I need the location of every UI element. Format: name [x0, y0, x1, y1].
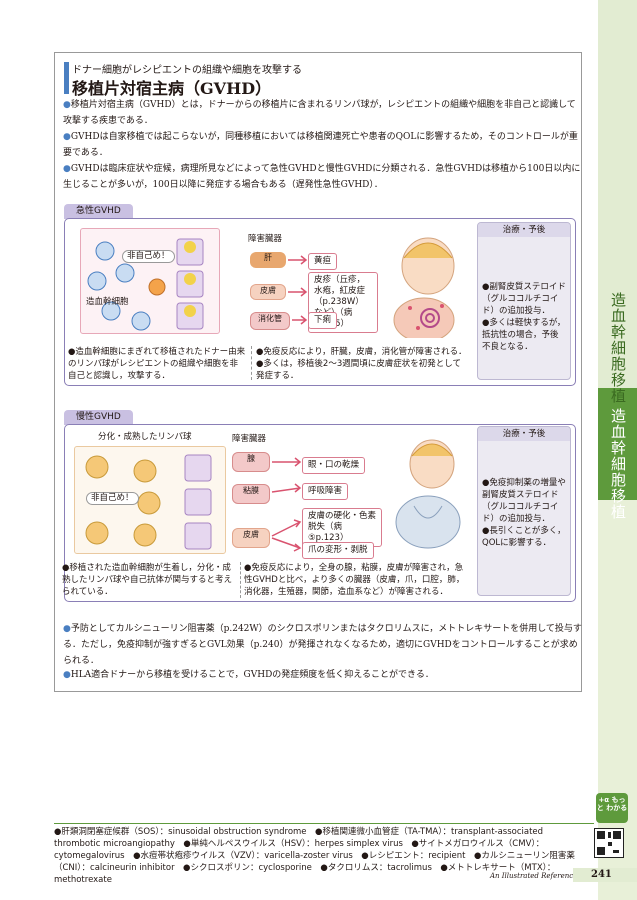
bottom-paragraph-1: ●予防としてカルシニューリン阻害薬（p.242W）のシクロスポリンまたはタクロリ…	[63, 624, 582, 666]
chronic-speech-bubble: 非自己め！	[86, 492, 139, 505]
footnote-rule	[54, 823, 594, 824]
acute-treatment-body: ●副腎皮質ステロイド（グルココルチコイド）の追加投与．●多くは軽快するが，抵抗性…	[482, 282, 566, 352]
chronic-note-right: ●免疫反応により，全身の腺，粘膜，皮膚が障害され，急性GVHDと比べ，より多くの…	[244, 563, 465, 597]
section-title: 移植片対宿主病（GVHD）	[72, 79, 272, 98]
lymphocyte-illustration	[87, 238, 204, 331]
book-guide-title: An Illustrated Reference Guide	[490, 872, 601, 880]
chronic-patient-illustration	[395, 439, 461, 549]
acute-speech-bubble: 非自己め！	[122, 250, 175, 263]
page-number: 241	[573, 868, 637, 882]
acute-divider	[251, 346, 252, 380]
chronic-gvhd-label: 慢性GVHD	[64, 410, 133, 425]
symptom-respiratory: 呼吸障害	[302, 483, 349, 500]
acute-arrows	[288, 255, 308, 325]
intro-paragraph-2: ●GVHDは自家移植では起こらないが，同種移植においては移植関連死亡や患者のQO…	[63, 132, 578, 158]
section-subtitle: ドナー細胞がレシピエントの組織や細胞を攻撃する	[72, 65, 302, 76]
organ-mucosa: 粘膜	[232, 484, 270, 504]
chronic-treatment-box: 治療・予後 ●免疫抑制薬の増量や副腎皮質ステロイド（グルココルチコイド）の追加投…	[477, 426, 571, 596]
bottom-paragraph-2: ●HLA適合ドナーから移植を受けることで，GVHDの発症頻度を低く抑えることがで…	[63, 670, 434, 680]
chronic-arrows	[271, 457, 302, 552]
intro-paragraph-1: ●移植片対宿主病（GVHD）とは，ドナーからの移植片に含まれるリンパ球が，レシピ…	[63, 100, 576, 126]
acute-organ-header: 障害臓器	[248, 234, 283, 244]
acute-treatment-box: 治療・予後 ●副腎皮質ステロイド（グルココルチコイド）の追加投与．●多くは軽快す…	[477, 222, 571, 380]
patient-illustration	[393, 237, 455, 338]
symptom-diarrhea: 下痢	[308, 312, 338, 329]
chronic-divider	[240, 562, 241, 598]
organ-skin-chronic: 皮膚	[232, 528, 270, 548]
title-accent-bar	[64, 62, 69, 94]
symptom-dryness: 眼・口の乾燥	[302, 457, 366, 474]
symptom-nail: 爪の変形・剥脱	[302, 542, 374, 559]
chronic-organ-header: 障害臓器	[232, 434, 267, 444]
intro-paragraph-3: ●GVHDは臨床症状や症候，病理所見などによって急性GVHDと慢性GVHDに分類…	[63, 164, 581, 190]
acute-gvhd-label: 急性GVHD	[64, 204, 133, 219]
acute-cell-label: 造血幹細胞	[86, 297, 129, 307]
chronic-cell-label: 分化・成熟したリンパ球	[98, 432, 192, 442]
side-tab-label-active: 造血幹細胞移植	[609, 408, 627, 520]
acute-note-left: ●造血幹細胞にまぎれて移植されたドナー由来のリンパ球がレシピエントの組織や細胞を…	[68, 347, 246, 381]
organ-digestive: 消化管	[250, 312, 290, 330]
side-tab-upper	[598, 0, 637, 388]
organ-gland: 腺	[232, 452, 270, 472]
qr-code-icon[interactable]	[594, 828, 624, 858]
side-tab-label: 造血幹細胞移植	[609, 292, 627, 404]
side-tab-active	[598, 388, 637, 500]
symptom-jaundice: 黄疸	[308, 253, 338, 270]
organ-liver: 肝	[250, 252, 286, 268]
mature-lymphocyte-illustration	[85, 454, 212, 550]
chronic-treatment-body: ●免疫抑制薬の増量や副腎皮質ステロイド（グルココルチコイド）の追加投与．●長引く…	[482, 478, 566, 548]
acute-cell-diagram	[80, 228, 220, 334]
content-frame	[54, 52, 582, 692]
acute-treatment-header: 治療・予後	[478, 223, 570, 237]
acute-note-right: ●免疫反応により，肝臓，皮膚，消化管が障害される．●多くは，移植後2〜3週間頃に…	[256, 347, 467, 381]
organ-skin: 皮膚	[250, 284, 286, 300]
more-info-badge[interactable]: +α もっと わかる	[596, 793, 628, 823]
footnote-glossary: ●肝類洞閉塞症候群（SOS）：sinusoidal obstruction sy…	[54, 827, 575, 885]
chronic-treatment-header: 治療・予後	[478, 427, 570, 441]
chronic-note-left: ●移植された造血幹細胞が生着し，分化・成熟したリンパ球や自己抗体が関与すると考え…	[62, 563, 233, 597]
symptom-skin-sclerosis: 皮膚の硬化・色素脱失（病⑤p.123）	[302, 508, 382, 547]
